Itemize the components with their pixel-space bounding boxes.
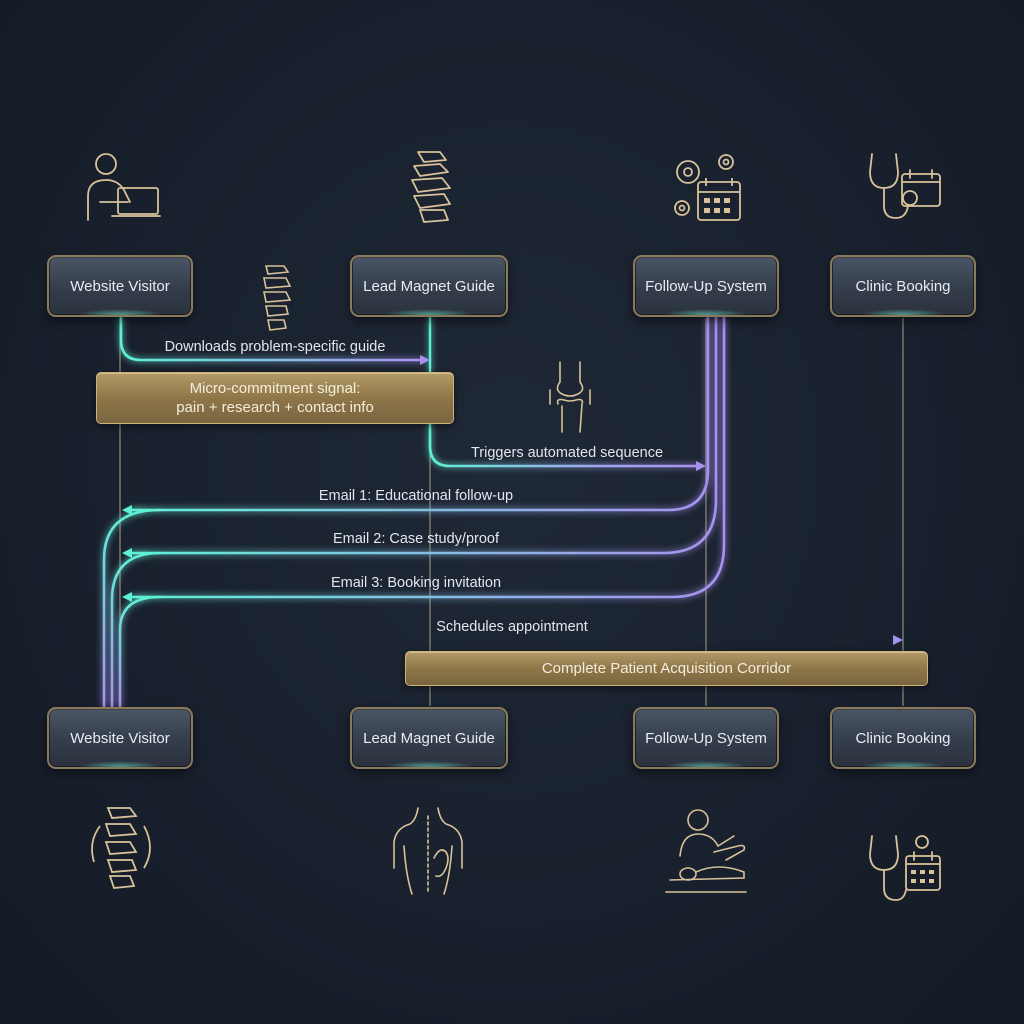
visitor-return-c: [118, 595, 162, 708]
arrow-downloads-guide: [119, 316, 426, 362]
note-micro-commitment: Micro-commitment signal: pain + research…: [96, 372, 454, 424]
person-at-laptop-icon: [78, 150, 162, 224]
massage-therapy-icon: [664, 806, 748, 894]
follow-up-bundle-c: [128, 316, 726, 599]
participant-website-visitor-bottom: Website Visitor: [47, 707, 193, 769]
back-pain-torso-icon: [388, 806, 468, 896]
message-downloads-guide: Downloads problem-specific guide: [164, 339, 386, 355]
gears-calendar-icon: [668, 150, 744, 224]
participant-label: Website Visitor: [70, 277, 170, 295]
stethoscope-calendar-icon: [864, 150, 944, 222]
participant-label: Clinic Booking: [855, 729, 951, 747]
participant-follow-up-bottom: Follow-Up System: [633, 707, 779, 769]
message-email-1: Email 1: Educational follow-up: [318, 488, 514, 504]
participant-label: Follow-Up System: [645, 729, 767, 747]
participant-label: Follow-Up System: [645, 277, 767, 295]
spine-cycle-icon: [84, 804, 158, 894]
arrowheads: [122, 355, 903, 645]
message-email-2: Email 2: Case study/proof: [332, 531, 500, 547]
participant-lead-magnet-top: Lead Magnet Guide: [350, 255, 508, 317]
note-line: Micro-commitment signal:: [189, 380, 361, 397]
note-line: pain + research + contact info: [176, 399, 374, 416]
participant-label: Clinic Booking: [855, 277, 951, 295]
arrow-triggers-sequence: [428, 422, 702, 468]
note-acquisition-corridor: Complete Patient Acquisition Corridor: [405, 651, 928, 686]
follow-up-bundle-b: [128, 316, 718, 555]
follow-up-bundle-a: [128, 316, 710, 512]
message-schedules-appointment: Schedules appointment: [436, 619, 588, 635]
participant-clinic-booking-top: Clinic Booking: [830, 255, 976, 317]
note-line: Complete Patient Acquisition Corridor: [541, 660, 792, 677]
participant-label: Lead Magnet Guide: [363, 277, 495, 295]
message-triggers-sequence: Triggers automated sequence: [470, 445, 664, 461]
stethoscope-calendar-icon-bottom: [864, 832, 944, 904]
visitor-return-b: [110, 551, 162, 708]
participant-label: Lead Magnet Guide: [363, 729, 495, 747]
participant-website-visitor-top: Website Visitor: [47, 255, 193, 317]
participant-follow-up-top: Follow-Up System: [633, 255, 779, 317]
small-spine-icon: [258, 262, 294, 332]
spine-icon: [404, 148, 458, 224]
message-email-3: Email 3: Booking invitation: [330, 575, 502, 591]
participant-label: Website Visitor: [70, 729, 170, 747]
participant-clinic-booking-bottom: Clinic Booking: [830, 707, 976, 769]
knee-joint-icon: [546, 360, 594, 434]
participant-lead-magnet-bottom: Lead Magnet Guide: [350, 707, 508, 769]
visitor-return-a: [102, 508, 162, 708]
